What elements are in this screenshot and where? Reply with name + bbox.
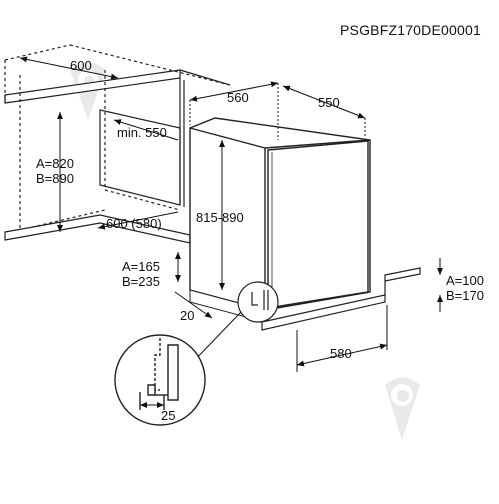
- label-front-height-b: B=170: [446, 288, 484, 303]
- label-niche-depth-bottom: 600 (580): [106, 216, 162, 231]
- label-appliance-height: 815-890: [196, 210, 244, 225]
- front-plinth: [261, 267, 421, 331]
- dimension-labels: 600 560 550 min. 550 A=820 B=890 815-890…: [36, 58, 484, 423]
- dimension-lines: [19, 56, 443, 408]
- label-niche-min-depth: min. 550: [117, 125, 167, 140]
- hinge-detail: [114, 334, 206, 426]
- hinge-callout: [189, 281, 279, 366]
- document-code: PSGBFZ170DE00001: [340, 22, 481, 38]
- label-niche-height-b: B=890: [36, 171, 74, 186]
- label-niche-width: 600: [70, 58, 92, 73]
- label-plinth-height-b: B=235: [122, 274, 160, 289]
- label-detail-offset: 25: [161, 408, 175, 423]
- label-niche-height-a: A=820: [36, 156, 74, 171]
- label-plinth-height-a: A=165: [122, 259, 160, 274]
- appliance-body: [189, 117, 371, 323]
- label-front-width: 580: [330, 346, 352, 361]
- label-side-offset: 20: [180, 308, 194, 323]
- label-appliance-depth: 550: [318, 95, 340, 110]
- label-front-height-a: A=100: [446, 273, 484, 288]
- kitchen-niche: [4, 44, 231, 244]
- label-appliance-width: 560: [227, 90, 249, 105]
